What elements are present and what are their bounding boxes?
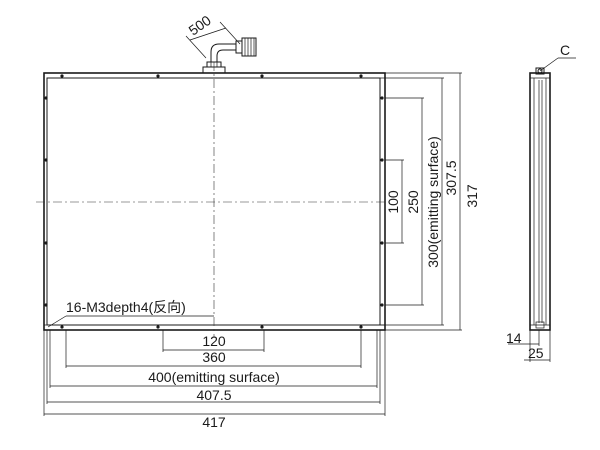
emitting-surface [46, 77, 381, 326]
side-profile-outer [529, 72, 551, 331]
panel-outer-frame [43, 72, 386, 331]
side-14-label: 14 [506, 330, 522, 346]
holes-note-label: 16-M3depth4(反向) [66, 299, 186, 315]
left-mounting-holes [44, 96, 48, 307]
height-dimensions: 100 250 300(emitting surface) 307.5 317 [380, 72, 480, 331]
bottom-mounting-holes [60, 325, 363, 329]
width-emitting-label: 400(emitting surface) [148, 369, 280, 385]
top-mounting-holes [60, 74, 363, 78]
side-25-label: 25 [528, 345, 544, 361]
height-100-label: 100 [385, 190, 401, 214]
section-mark-label: C [560, 42, 570, 58]
height-emitting-label: 300(emitting surface) [425, 136, 441, 268]
cable-length-dimension: 500 [186, 12, 241, 59]
width-360-label: 360 [202, 349, 226, 365]
cable-gland [202, 43, 236, 74]
height-250-label: 250 [405, 190, 421, 214]
height-307-5-label: 307.5 [443, 160, 459, 195]
width-417-label: 417 [202, 414, 226, 430]
width-dimensions: 120 360 400(emitting surface) 407.5 417 [43, 330, 386, 430]
height-317-label: 317 [464, 184, 480, 208]
cable-length-label: 500 [186, 12, 214, 39]
cable-connector [235, 37, 257, 57]
front-view: 500 16-M3depth4(反向) [36, 12, 393, 338]
right-mounting-holes [380, 96, 384, 307]
width-407-5-label: 407.5 [196, 387, 231, 403]
width-120-label: 120 [202, 333, 226, 349]
holes-note: 16-M3depth4(反向) [47, 299, 214, 328]
side-view: C 14 25 [506, 42, 576, 362]
